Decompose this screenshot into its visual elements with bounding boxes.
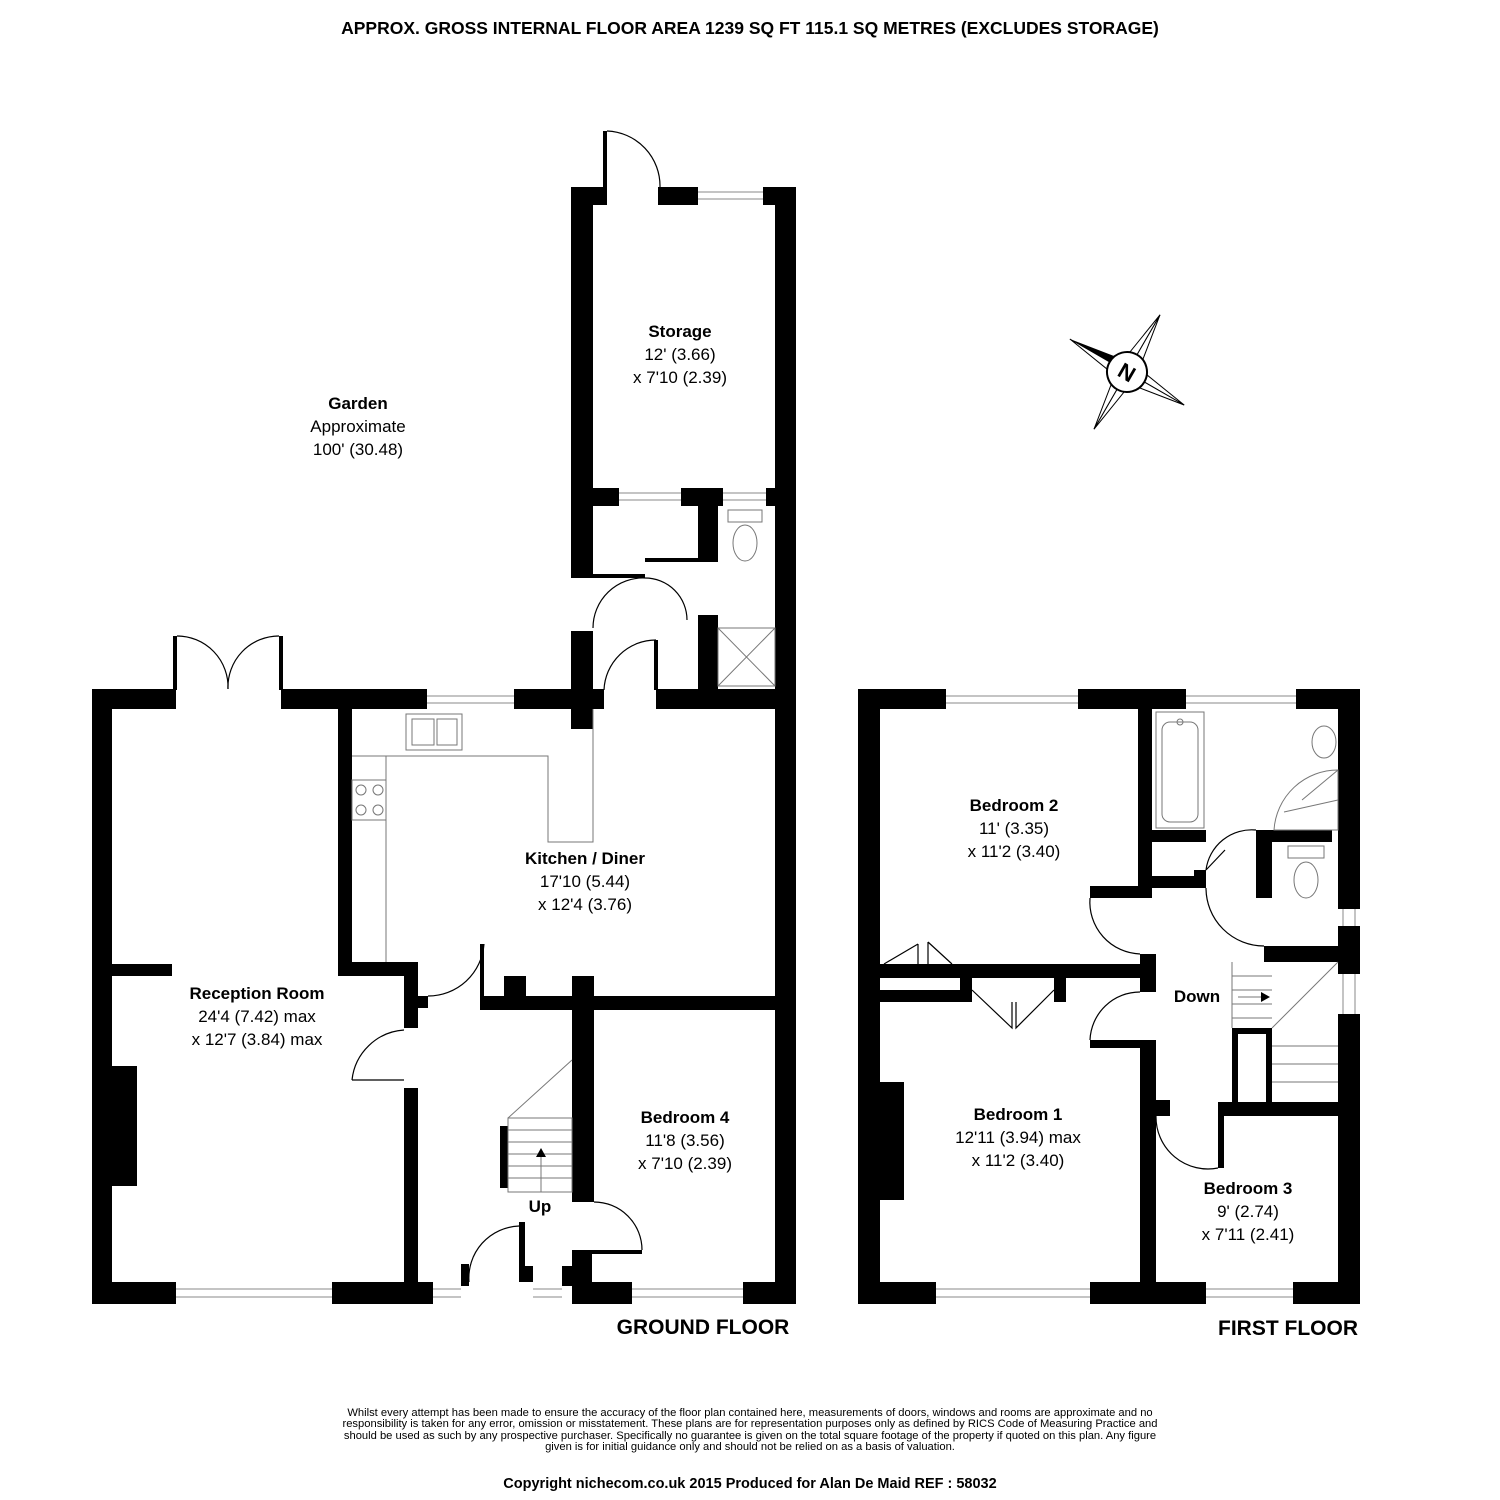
svg-text:9' (2.74): 9' (2.74) [1217, 1202, 1279, 1221]
compass-icon: N [1069, 314, 1185, 430]
svg-text:x 11'2 (3.40): x 11'2 (3.40) [968, 842, 1061, 861]
svg-text:100' (30.48): 100' (30.48) [313, 440, 403, 459]
svg-text:x 11'2 (3.40): x 11'2 (3.40) [972, 1151, 1065, 1170]
first-floor-fixtures [883, 695, 1356, 1298]
svg-text:11' (3.35): 11' (3.35) [979, 819, 1049, 838]
svg-text:Bedroom 3: Bedroom 3 [1204, 1179, 1293, 1198]
garden-label: Garden Approximate 100' (30.48) [310, 394, 405, 459]
svg-text:Bedroom 4: Bedroom 4 [641, 1108, 730, 1127]
stairs-down-label: Down [1174, 987, 1220, 1006]
reception-label: Reception Room 24'4 (7.42) max x 12'7 (3… [189, 984, 324, 1049]
stairs-up-label: Up [529, 1197, 552, 1216]
svg-text:Storage: Storage [648, 322, 711, 341]
ground-floor-fixtures [173, 130, 776, 1298]
svg-text:Garden: Garden [328, 394, 388, 413]
bedroom3-label: Bedroom 3 9' (2.74) x 7'11 (2.41) [1202, 1179, 1295, 1244]
svg-text:x 7'10 (2.39): x 7'10 (2.39) [633, 368, 727, 387]
bedroom2-label: Bedroom 2 11' (3.35) x 11'2 (3.40) [968, 796, 1061, 861]
svg-text:12'11 (3.94) max: 12'11 (3.94) max [955, 1128, 1081, 1147]
first-floor-walls [858, 689, 1360, 1304]
svg-text:x 12'7 (3.84) max: x 12'7 (3.84) max [192, 1030, 323, 1049]
svg-text:x 7'10 (2.39): x 7'10 (2.39) [638, 1154, 732, 1173]
storage-label: Storage 12' (3.66) x 7'10 (2.39) [633, 322, 727, 387]
svg-text:Bedroom 1: Bedroom 1 [974, 1105, 1063, 1124]
svg-text:17'10 (5.44): 17'10 (5.44) [540, 872, 630, 891]
kitchen-label: Kitchen / Diner 17'10 (5.44) x 12'4 (3.7… [525, 849, 645, 914]
svg-text:Approximate: Approximate [310, 417, 405, 436]
svg-text:Bedroom 2: Bedroom 2 [970, 796, 1059, 815]
bedroom1-label: Bedroom 1 12'11 (3.94) max x 11'2 (3.40) [955, 1105, 1081, 1170]
svg-text:24'4 (7.42) max: 24'4 (7.42) max [198, 1007, 316, 1026]
chimney-breast-first [880, 1082, 904, 1200]
first-floor-title: FIRST FLOOR [1218, 1317, 1358, 1340]
svg-text:Reception Room: Reception Room [189, 984, 324, 1003]
disclaimer-text: Whilst every attempt has been made to en… [342, 1407, 1158, 1454]
svg-text:Kitchen / Diner: Kitchen / Diner [525, 849, 645, 868]
ground-floor-title: GROUND FLOOR [617, 1316, 790, 1339]
ground-floor-walls [92, 131, 796, 1304]
svg-text:x 7'11 (2.41): x 7'11 (2.41) [1202, 1225, 1295, 1244]
svg-text:x 12'4 (3.76): x 12'4 (3.76) [538, 895, 632, 914]
svg-text:11'8 (3.56): 11'8 (3.56) [645, 1131, 724, 1150]
bedroom4-label: Bedroom 4 11'8 (3.56) x 7'10 (2.39) [638, 1108, 732, 1173]
copyright-line: Copyright nichecom.co.uk 2015 Produced f… [503, 1476, 997, 1492]
chimney-breast-ground [112, 1066, 137, 1186]
svg-text:12' (3.66): 12' (3.66) [644, 345, 715, 364]
area-title: APPROX. GROSS INTERNAL FLOOR AREA 1239 S… [341, 18, 1159, 38]
